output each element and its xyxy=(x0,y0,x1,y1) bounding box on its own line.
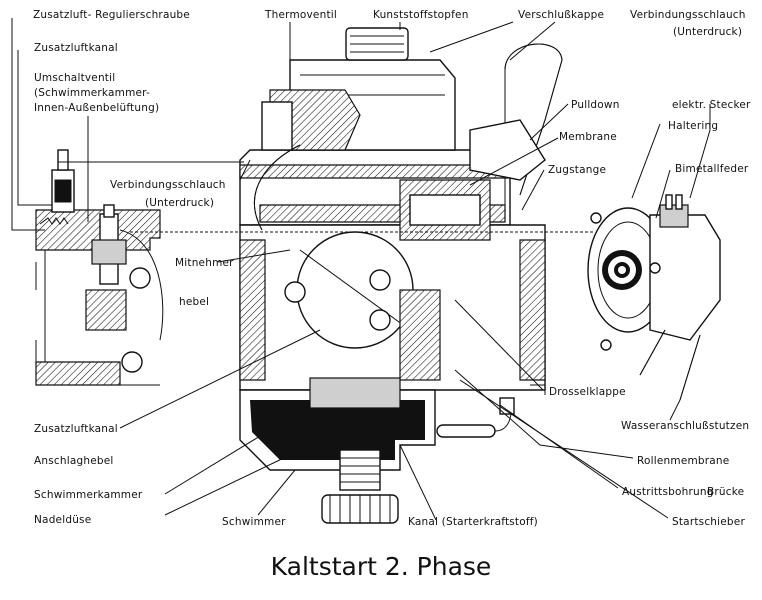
label-rollenmembrane: Rollenmembrane xyxy=(637,455,730,467)
label-anschlaghebel: Anschlaghebel xyxy=(34,455,114,467)
label-bimetallfeder: Bimetallfeder xyxy=(675,163,749,175)
label-haltering: Haltering xyxy=(668,120,719,132)
label-kanal-starterkraftstoff: Kanal (Starterkraftstoff) xyxy=(408,516,538,528)
label-drosselklappe: Drosselklappe xyxy=(549,386,626,398)
left-valve-detail xyxy=(35,149,164,386)
label-schwimmerkammer: Schwimmerkammer xyxy=(34,489,143,501)
label-verbindungsschlauch-left: Verbindungsschlauch xyxy=(110,179,226,191)
label-austrittsbohrung: Austrittsbohrung xyxy=(622,486,714,498)
label-zusatzluft-regulierschraube: Zusatzluft- Regulierschraube xyxy=(33,9,190,21)
label-verschlusskappe: Verschlußkappe xyxy=(518,9,605,21)
label-hebel: hebel xyxy=(179,296,210,308)
label-kunststoffstopfen: Kunststoffstopfen xyxy=(373,9,469,21)
label-umschaltventil-line3: Innen-Außenbelüftung) xyxy=(34,102,160,114)
label-thermoventil: Thermoventil xyxy=(265,9,337,21)
bimetal-cover-detail xyxy=(587,194,721,401)
label-umschaltventil-line2: (Schwimmerkammer- xyxy=(34,87,151,99)
label-zusatzluftkanal-bottom: Zusatzluftkanal xyxy=(34,423,118,435)
label-zugstange: Zugstange xyxy=(548,164,607,176)
label-verbindungsschlauch-right-line2: (Unterdruck) xyxy=(673,26,743,38)
leader-lines xyxy=(11,18,711,521)
label-elektr-stecker: elektr. Stecker xyxy=(672,99,751,111)
label-pulldown: Pulldown xyxy=(571,99,620,111)
label-mitnehmer: Mitnehmer xyxy=(175,257,234,269)
label-verbindungsschlauch-right: Verbindungsschlauch xyxy=(630,9,746,21)
label-nadelduese: Nadeldüse xyxy=(34,514,92,526)
label-verbindungsschlauch-left-line2: (Unterdruck) xyxy=(145,197,215,209)
carburetor-body xyxy=(239,27,563,524)
label-zusatzluftkanal-top: Zusatzluftkanal xyxy=(34,42,118,54)
label-schwimmer: Schwimmer xyxy=(222,516,286,528)
label-wasseranschlussstutzen: Wasseranschlußstutzen xyxy=(621,420,750,432)
label-membrane: Membrane xyxy=(559,131,617,143)
label-umschaltventil: Umschaltventil xyxy=(34,72,116,84)
label-bruecke: Brücke xyxy=(707,486,745,498)
label-startschieber: Startschieber xyxy=(672,516,745,528)
figure-caption: Kaltstart 2. Phase xyxy=(270,552,492,581)
